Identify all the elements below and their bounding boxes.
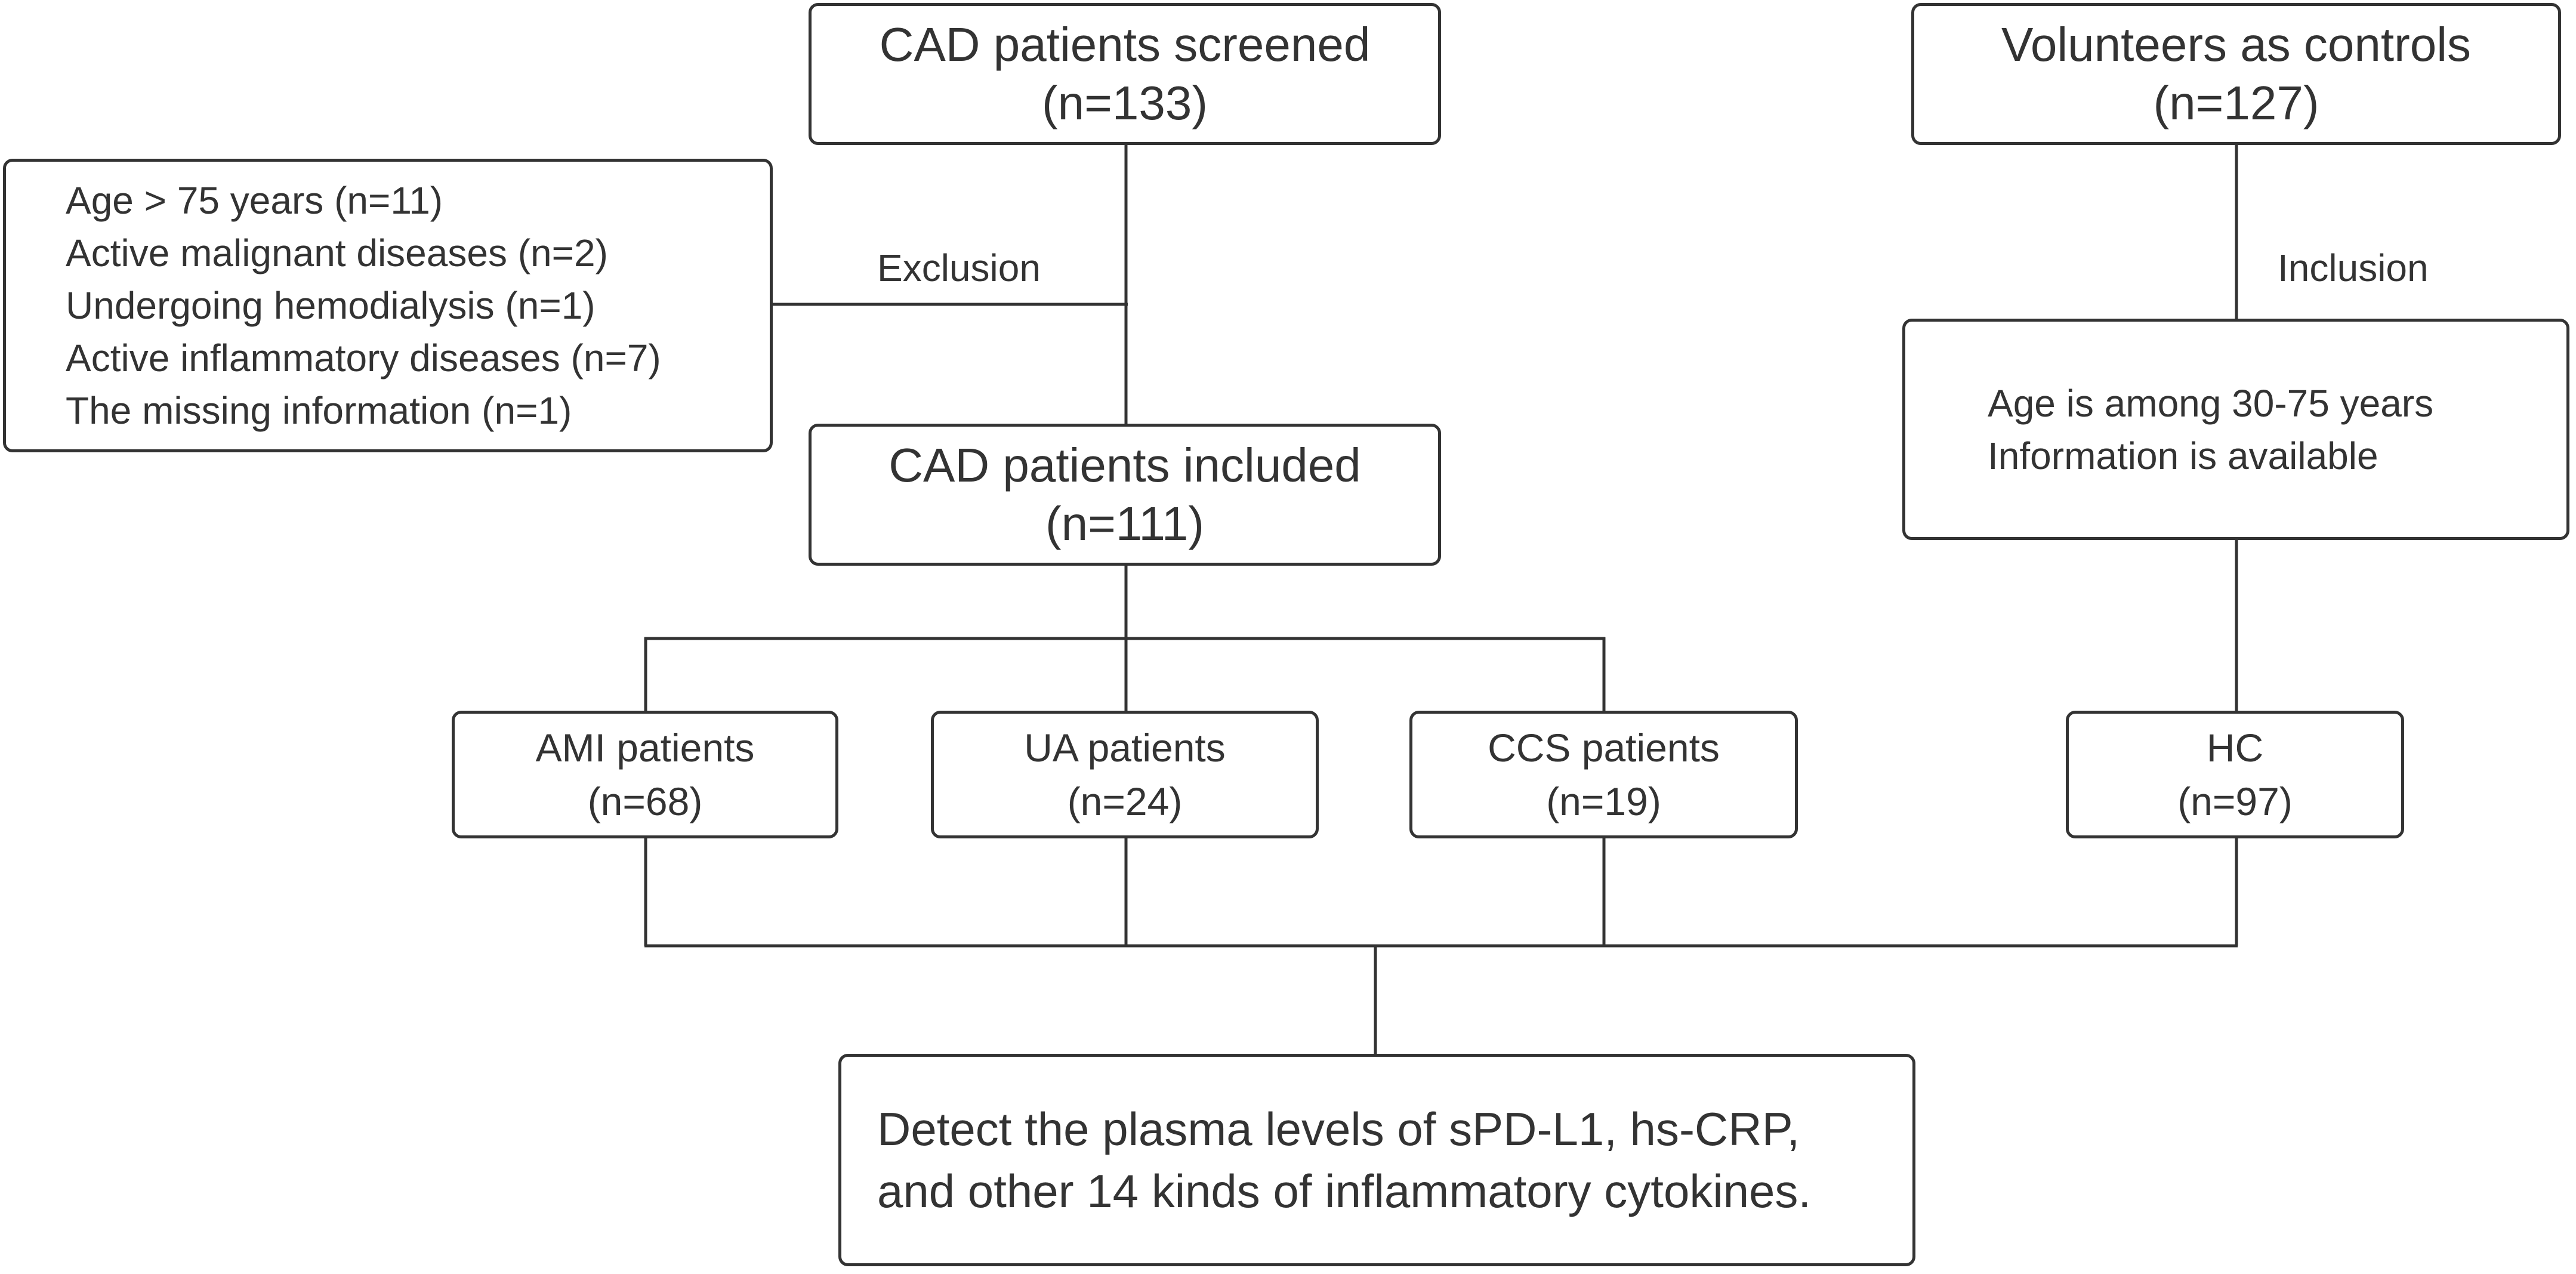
screened-box: CAD patients screened (n=133) xyxy=(809,3,1441,145)
inclusion-label: Inclusion xyxy=(2278,246,2429,289)
group-title: AMI patients xyxy=(535,726,755,770)
controls-title: Volunteers as controls xyxy=(2001,18,2472,71)
detection-text-line: Detect the plasma levels of sPD-L1, hs-C… xyxy=(877,1103,1800,1155)
detection-box: Detect the plasma levels of sPD-L1, hs-C… xyxy=(838,1054,1915,1266)
exclusion-criterion: The missing information (n=1) xyxy=(66,389,572,432)
exclusion-criterion: Age > 75 years (n=11) xyxy=(66,179,443,222)
group-count: (n=97) xyxy=(2177,779,2293,823)
group-count: (n=68) xyxy=(587,779,703,823)
group-box-ccs: CCS patients (n=19) xyxy=(1409,711,1798,838)
screened-count: (n=133) xyxy=(1042,76,1208,129)
group-title: HC xyxy=(2206,726,2264,770)
group-title: UA patients xyxy=(1024,726,1226,770)
group-count: (n=24) xyxy=(1067,779,1183,823)
exclusion-criterion: Active malignant diseases (n=2) xyxy=(66,232,608,274)
group-box-ami: AMI patients (n=68) xyxy=(452,711,838,838)
group-count: (n=19) xyxy=(1546,779,1661,823)
included-box: CAD patients included (n=111) xyxy=(809,424,1441,566)
exclusion-criterion: Active inflammatory diseases (n=7) xyxy=(66,337,661,380)
group-title: CCS patients xyxy=(1488,726,1720,770)
detection-text-line: and other 14 kinds of inflammatory cytok… xyxy=(877,1165,1812,1217)
inclusion-criterion: Information is available xyxy=(1988,434,2378,477)
exclusion-criterion: Undergoing hemodialysis (n=1) xyxy=(66,284,596,327)
inclusion-criteria-box: Age is among 30-75 years Information is … xyxy=(1902,319,2569,540)
exclusion-label: Exclusion xyxy=(877,246,1041,289)
controls-box: Volunteers as controls (n=127) xyxy=(1911,3,2561,145)
group-box-hc: HC (n=97) xyxy=(2066,711,2404,838)
inclusion-criterion: Age is among 30-75 years xyxy=(1988,381,2434,425)
controls-count: (n=127) xyxy=(2153,76,2319,129)
screened-title: CAD patients screened xyxy=(879,18,1371,71)
exclusion-criteria-box: Age > 75 years (n=11) Active malignant d… xyxy=(3,159,773,452)
included-title: CAD patients included xyxy=(889,439,1361,492)
group-box-ua: UA patients (n=24) xyxy=(931,711,1319,838)
included-count: (n=111) xyxy=(1045,497,1205,550)
